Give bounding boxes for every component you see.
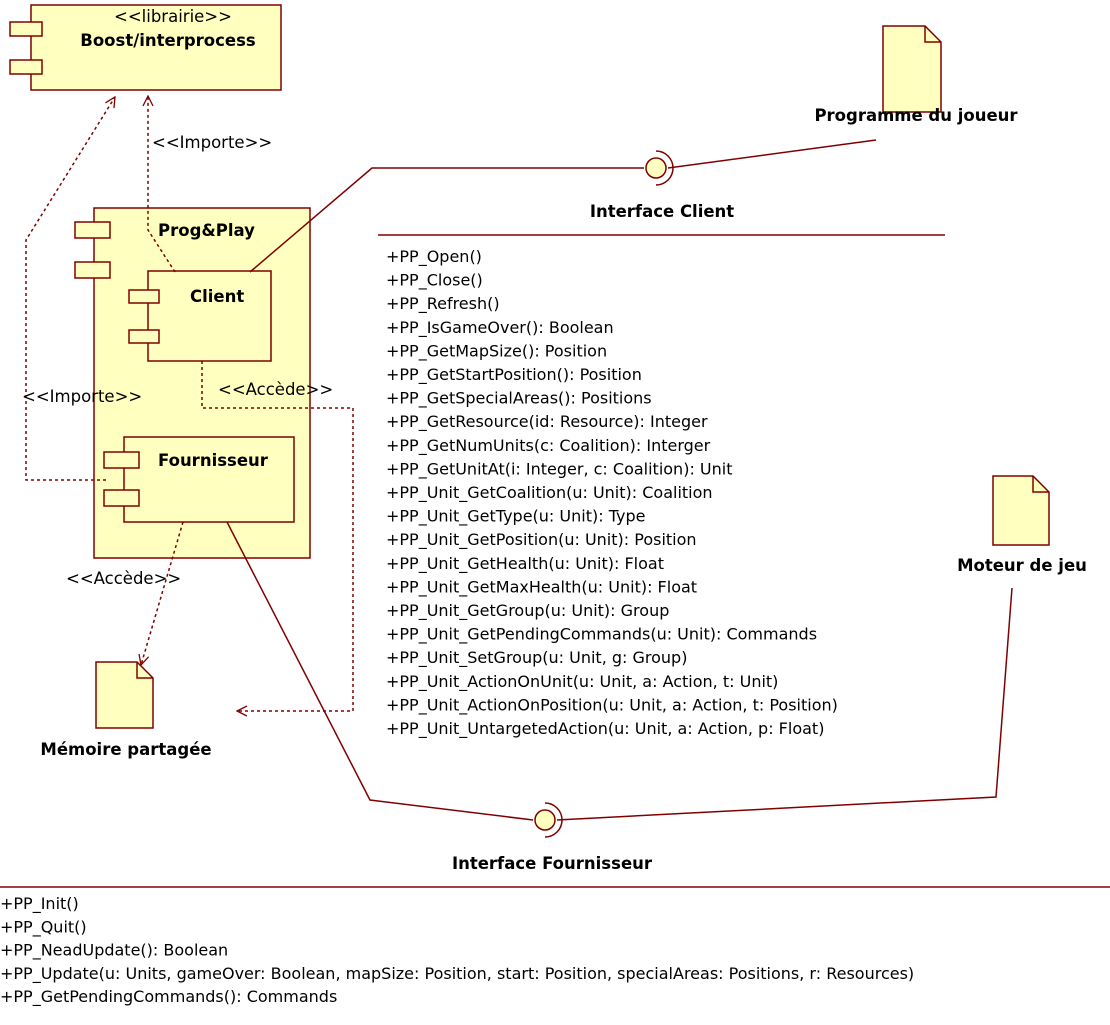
operation-item: +PP_GetResource(id: Resource): Integer [386,412,708,432]
importe-fournisseur-label: <<Importe>> [22,387,142,406]
operation-item: +PP_Unit_GetMaxHealth(u: Unit): Float [386,577,697,597]
client-component: Client [128,270,272,362]
operation-item: +PP_Unit_ActionOnUnit(u: Unit, a: Action… [386,672,778,692]
client-interface-link [249,167,644,273]
operation-item: +PP_Update(u: Units, gameOver: Boolean, … [0,964,914,984]
operation-item: +PP_IsGameOver(): Boolean [386,318,614,338]
operation-item: +PP_Unit_GetPosition(u: Unit): Position [386,530,697,550]
programme-artifact: Programme du joueur [814,25,1018,125]
interface-fournisseur-symbol [534,802,563,838]
operation-item: +PP_Unit_GetType(u: Unit): Type [386,507,645,527]
fournisseur-interface-link [226,521,534,821]
operation-item: +PP_Unit_SetGroup(u: Unit, g: Group) [386,648,687,668]
client-name: Client [190,287,244,306]
memoire-name: Mémoire partagée [40,740,211,759]
accede-client-arrow [201,361,354,711]
importe-client-arrow [148,96,176,273]
operation-item: +PP_Unit_UntargetedAction(u: Unit, a: Ac… [386,719,824,739]
operation-item: +PP_Refresh() [386,294,500,314]
operation-item: +PP_Unit_GetHealth(u: Unit): Float [386,554,664,574]
operation-item: +PP_Unit_GetPendingCommands(u: Unit): Co… [386,625,817,645]
interface-fournisseur-title: Interface Fournisseur [452,854,653,873]
moteur-interface-link [556,587,1013,821]
boost-component: <<librairie>> Boost/interprocess [9,4,282,91]
operation-item: +PP_Unit_ActionOnPosition(u: Unit, a: Ac… [386,695,838,715]
operation-item: +PP_Unit_GetGroup(u: Unit): Group [386,601,669,621]
operation-item: +PP_Close() [386,271,483,291]
importe-fournisseur-arrow [25,97,115,481]
interface-client-operations: +PP_Open() +PP_Close() +PP_Refresh() +PP_Is… [386,247,838,739]
operation-item: +PP_GetPendingCommands(): Commands [0,987,337,1007]
moteur-artifact: Moteur de jeu [957,475,1087,575]
fournisseur-name: Fournisseur [158,451,269,470]
interface-client-symbol [645,150,674,186]
accede-fournisseur-label: <<Accède>> [66,569,181,588]
operation-item: +PP_GetUnitAt(i: Integer, c: Coalition):… [386,459,732,479]
memoire-artifact: Mémoire partagée [40,661,212,759]
operation-item: +PP_Quit() [0,917,87,937]
operation-item: +PP_Unit_GetCoalition(u: Unit): Coalitio… [386,483,713,503]
accede-fournisseur-arrow [141,521,184,665]
progplay-name: Prog&Play [158,221,255,240]
programme-name: Programme du joueur [814,106,1018,125]
operation-item: +PP_GetStartPosition(): Position [386,365,642,385]
accede-client-label: <<Accède>> [218,380,333,399]
boost-name: Boost/interprocess [80,31,256,50]
operation-item: +PP_Open() [386,247,482,267]
moteur-name: Moteur de jeu [957,556,1087,575]
fournisseur-component: Fournisseur [103,436,295,523]
interface-fournisseur-operations: +PP_Init() +PP_Quit() +PP_NeadUpdate(): Bo… [0,894,914,1007]
boost-stereotype: <<librairie>> [114,7,232,26]
importe-client-label: <<Importe>> [152,133,272,152]
operation-item: +PP_GetMapSize(): Position [386,341,607,361]
operation-item: +PP_NeadUpdate(): Boolean [0,941,228,961]
operation-item: +PP_GetSpecialAreas(): Positions [386,389,652,409]
operation-item: +PP_Init() [0,894,79,914]
interface-client-title: Interface Client [590,202,734,221]
operation-item: +PP_GetNumUnits(c: Coalition): Interger [386,436,711,456]
programme-interface-link [667,139,877,169]
